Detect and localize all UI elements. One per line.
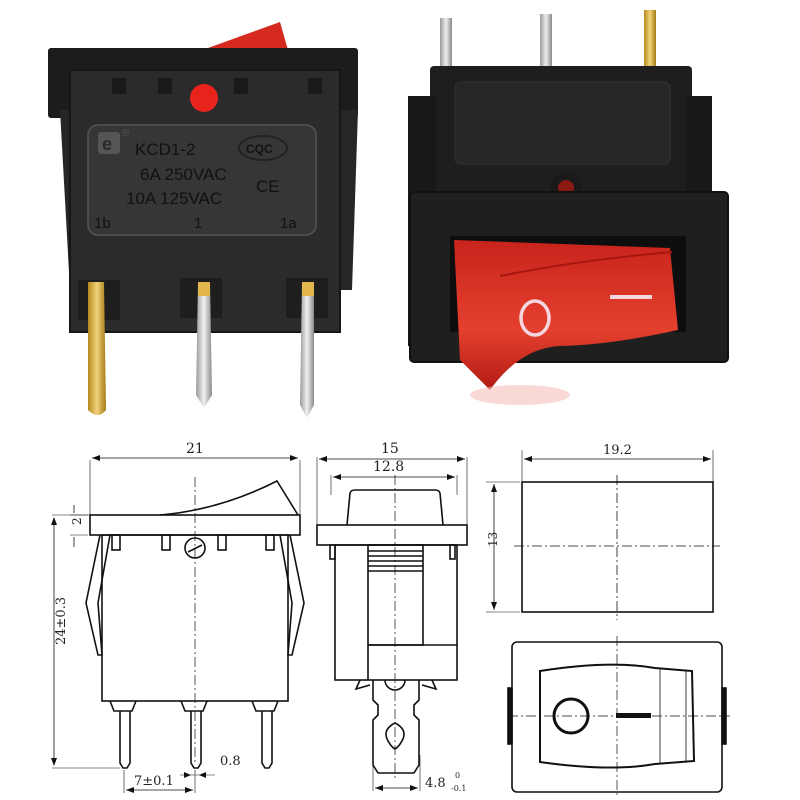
end-view-drawing: 15 12.8 4.8 0 -0.1 bbox=[316, 441, 468, 793]
drawing-panel-cutout: 19.2 13 bbox=[480, 435, 740, 635]
dim-total-height: 24±0.3 bbox=[54, 597, 69, 645]
dim-cutout-height: 13 bbox=[486, 532, 500, 547]
terminal-silver bbox=[196, 282, 212, 408]
switch-rear-illustration: e ® KCD1-2 CQC 6A 250VAC CE 10A 125VAC 1… bbox=[48, 22, 358, 418]
tol-upper: 0 bbox=[455, 771, 460, 780]
dim-rocker-width: 12.8 bbox=[373, 459, 404, 475]
terminal-label-1: 1 bbox=[194, 215, 202, 232]
drawing-side-view: 21 2 24±0.3 0 bbox=[40, 435, 320, 800]
top-view-drawing bbox=[507, 636, 730, 798]
dim-width: 21 bbox=[186, 441, 204, 457]
ce-mark: CE bbox=[256, 177, 280, 196]
ccc-mark: CQC bbox=[246, 142, 273, 156]
registered-mark: ® bbox=[122, 128, 130, 139]
brand-logo: e bbox=[102, 134, 112, 154]
dim-flange-height: 2 bbox=[70, 517, 84, 525]
on-symbol-icon bbox=[616, 713, 651, 718]
side-view-drawing: 21 2 24±0.3 0 bbox=[51, 441, 305, 793]
rating-line-2: 10A 125VAC bbox=[126, 189, 222, 208]
terminal-silver bbox=[300, 282, 314, 418]
indicator-lens bbox=[190, 84, 218, 112]
dim-terminal-width: 4.8 bbox=[425, 776, 446, 791]
dim-flange-width: 15 bbox=[381, 441, 399, 457]
photo-rear-view: e ® KCD1-2 CQC 6A 250VAC CE 10A 125VAC 1… bbox=[40, 0, 380, 430]
dim-pin-pitch: 7±0.1 bbox=[134, 774, 174, 789]
on-symbol-icon bbox=[610, 295, 652, 299]
model-number: KCD1-2 bbox=[135, 140, 195, 159]
terminal-label-1a: 1a bbox=[280, 215, 297, 232]
cutout-drawing: 19.2 13 bbox=[486, 443, 720, 620]
off-symbol-icon bbox=[552, 697, 590, 735]
rating-line-1: 6A 250VAC bbox=[140, 165, 227, 184]
rocker-button[interactable] bbox=[454, 240, 678, 390]
terminal-gold bbox=[88, 282, 106, 415]
terminal-label-1b: 1b bbox=[94, 215, 111, 232]
switch-front-illustration bbox=[408, 10, 729, 405]
dim-cutout-width: 19.2 bbox=[603, 443, 632, 458]
dim-pin-width: 0.8 bbox=[220, 754, 241, 769]
photo-front-view bbox=[400, 0, 740, 410]
label-plate bbox=[87, 124, 317, 236]
off-symbol-icon bbox=[519, 299, 551, 337]
drawing-top-view bbox=[490, 630, 750, 800]
drawing-end-view: 15 12.8 4.8 0 -0.1 bbox=[305, 435, 490, 800]
tol-lower: -0.1 bbox=[451, 784, 466, 793]
